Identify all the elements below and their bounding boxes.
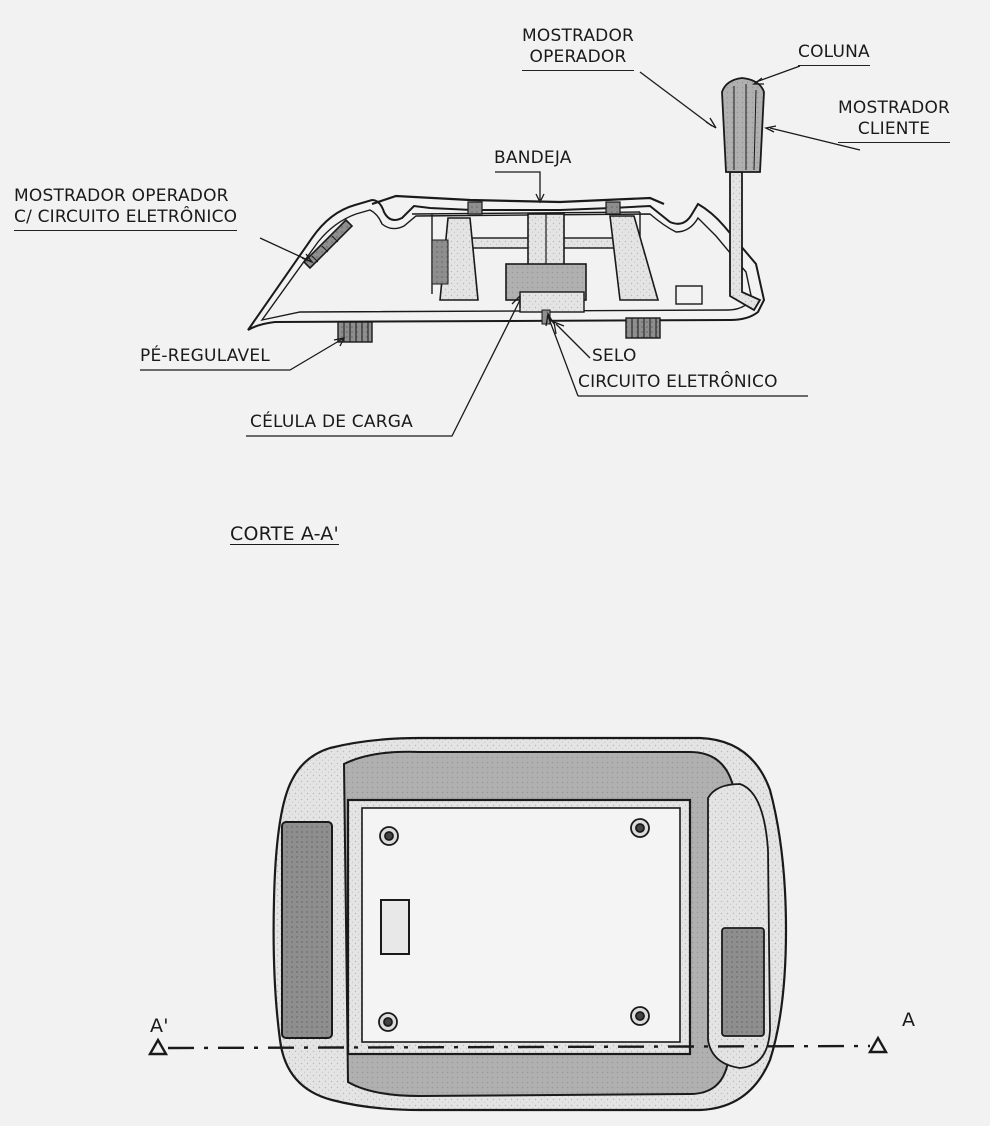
left-support-dark-block bbox=[431, 239, 449, 285]
tray-plate bbox=[361, 807, 681, 1043]
label-mostrador-operador: MOSTRADOR OPERADOR bbox=[522, 26, 635, 71]
arrowhead-circuito-eletronico bbox=[545, 312, 555, 327]
leader-pe-regulavel bbox=[140, 337, 345, 371]
label-mostrador-operador-circuito: MOSTRADOR OPERADOR C/ CIRCUITO ELETRÔNIC… bbox=[14, 186, 238, 231]
label-line: CLIENTE bbox=[857, 119, 931, 139]
arrowhead-bandeja bbox=[535, 193, 545, 204]
customer-display-head bbox=[721, 77, 765, 173]
customer-display-panel-plan bbox=[721, 927, 765, 1037]
section-cut-line bbox=[167, 1044, 871, 1050]
leader-mostrador-cliente bbox=[769, 127, 861, 151]
section-marker-right-triangle bbox=[867, 1035, 889, 1054]
arrowhead-celula-de-carga bbox=[511, 294, 521, 308]
arrowhead-mostrador-cliente bbox=[764, 125, 777, 133]
cross-section-view bbox=[247, 77, 766, 343]
label-line: MOSTRADOR bbox=[522, 26, 635, 46]
load-cell-base bbox=[519, 291, 585, 313]
label-mostrador-cliente: MOSTRADOR CLIENTE bbox=[838, 98, 951, 143]
section-marker-left-triangle bbox=[147, 1037, 169, 1056]
foot-right-threads bbox=[631, 318, 657, 338]
adjustable-foot-left bbox=[337, 321, 373, 343]
operator-display-with-circuit bbox=[302, 218, 354, 270]
label-bandeja: BANDEJA bbox=[494, 148, 572, 168]
leader-coluna bbox=[755, 65, 801, 83]
arrowhead-mostrador-circuito bbox=[301, 253, 314, 264]
label-line: C/ CIRCUITO ELETRÔNICO bbox=[14, 207, 238, 227]
label-coluna: COLUNA bbox=[798, 42, 870, 66]
bolt-center bbox=[383, 1017, 393, 1027]
plate-bolts bbox=[378, 818, 650, 1032]
leader-lines bbox=[140, 65, 861, 437]
label-pe-regulavel: PÉ-REGULAVEL bbox=[140, 346, 270, 366]
bolt-center bbox=[635, 1011, 645, 1021]
label-celula-de-carga: CÉLULA DE CARGA bbox=[250, 412, 413, 432]
label-line: OPERADOR bbox=[529, 47, 627, 67]
display-column-coluna bbox=[729, 171, 762, 312]
section-marker-left-label: A' bbox=[150, 1015, 169, 1037]
label-selo: SELO bbox=[592, 346, 637, 366]
label-circuito-eletronico: CIRCUITO ELETRÔNICO bbox=[578, 372, 778, 392]
leader-mostrador-operador bbox=[639, 71, 713, 127]
arrowhead-coluna bbox=[752, 77, 764, 85]
scale-housing-outline bbox=[247, 198, 766, 331]
internal-connector-block bbox=[675, 285, 703, 305]
section-title: CORTE A-A' bbox=[230, 523, 339, 545]
display-head-ribs bbox=[733, 84, 757, 171]
right-support-post bbox=[609, 215, 660, 301]
tray-bandeja bbox=[371, 194, 665, 206]
arrowhead-selo bbox=[553, 320, 565, 335]
plan-view bbox=[147, 736, 889, 1112]
section-marker-right-label: A bbox=[902, 1009, 916, 1031]
tray-bolt-left bbox=[467, 201, 483, 215]
adjustable-foot-right bbox=[625, 317, 661, 339]
label-line: MOSTRADOR bbox=[838, 98, 951, 118]
bolt-center bbox=[635, 823, 645, 833]
foot-left-threads bbox=[343, 322, 369, 342]
plate-seal-slot bbox=[380, 899, 410, 955]
left-operator-display-panel bbox=[281, 821, 333, 1039]
leader-celula-de-carga bbox=[246, 299, 521, 437]
leader-bandeja bbox=[495, 171, 541, 200]
leader-circuito-eletronico bbox=[547, 315, 808, 397]
operator-display-ridges bbox=[311, 235, 339, 263]
arrowhead-pe-regulavel bbox=[333, 337, 346, 347]
leader-selo bbox=[555, 323, 591, 359]
bolt-center bbox=[384, 831, 394, 841]
label-line: MOSTRADOR OPERADOR bbox=[14, 186, 229, 206]
tray-bolt-right bbox=[605, 201, 621, 215]
arrowhead-mostrador-operador bbox=[705, 117, 717, 129]
